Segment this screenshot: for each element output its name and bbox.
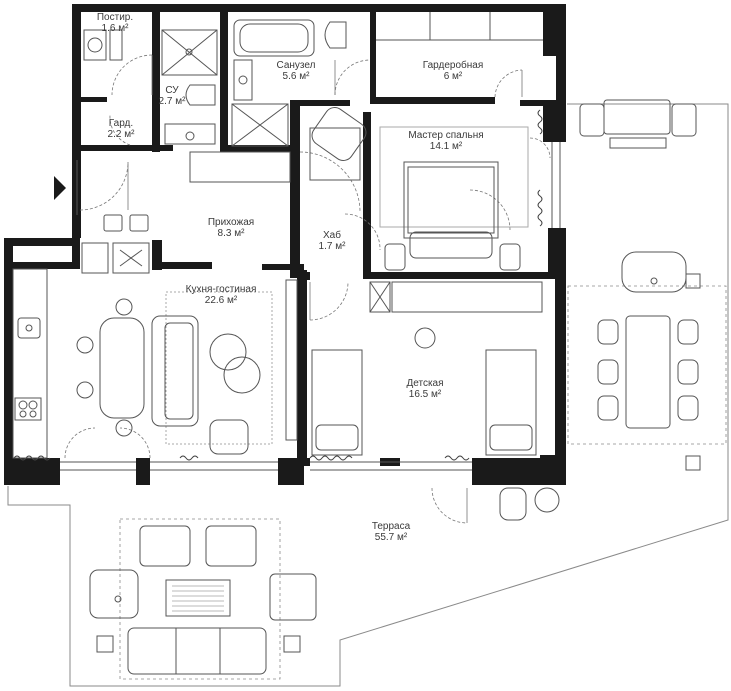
room-area: 5.6 м² <box>282 71 310 82</box>
bathtub-icon <box>233 19 315 57</box>
terrace-lounge-zone <box>119 518 281 680</box>
fixtures <box>12 12 543 459</box>
dining-table-icon <box>99 317 145 419</box>
room-label-postir: Постир. 1.6 м² <box>97 12 133 34</box>
room-label-kitchen: Кухня-гостиная 22.6 м² <box>186 284 257 306</box>
washing-machine-icon <box>83 29 107 61</box>
room-label-su: СУ 2.7 м² <box>159 85 186 107</box>
entrance-arrow-icon <box>54 176 66 200</box>
room-name: Детская <box>406 378 444 389</box>
kids-bed-1-icon <box>311 349 363 456</box>
terrace-furniture <box>89 99 701 675</box>
toilet-icon <box>185 84 216 106</box>
room-area: 16.5 м² <box>408 389 442 400</box>
sofa-icon <box>151 315 199 427</box>
room-label-garderob: Гардеробная 6 м² <box>423 60 484 82</box>
room-name: СУ <box>165 85 179 96</box>
room-area: 1.7 м² <box>318 241 346 252</box>
room-name: Кухня-гостиная <box>185 284 257 295</box>
room-label-master: Мастер спальня 14.1 м² <box>408 130 483 152</box>
walls <box>4 4 566 485</box>
terrace-outline <box>7 103 729 687</box>
room-name: Санузел <box>276 60 316 71</box>
room-name: Мастер спальня <box>408 130 484 141</box>
windows <box>60 142 561 471</box>
room-name: Хаб <box>323 230 341 241</box>
doors <box>64 54 551 524</box>
room-area: 14.1 м² <box>429 141 463 152</box>
room-area: 6 м² <box>443 71 463 82</box>
room-name: Гард. <box>108 118 134 129</box>
room-area: 8.3 м² <box>217 228 245 239</box>
room-name: Постир. <box>96 12 134 23</box>
room-label-terrace: Терраса 55.7 м² <box>372 521 410 543</box>
room-label-hab: Хаб 1.7 м² <box>319 230 346 252</box>
master-bed-icon <box>403 161 499 239</box>
room-area: 22.6 м² <box>204 295 238 306</box>
room-label-sanuzel: Санузел 5.6 м² <box>277 60 316 82</box>
room-label-gard: Гард. 2.2 м² <box>108 118 135 140</box>
kids-bed-2-icon <box>485 349 537 456</box>
terrace-dining-zone <box>567 285 727 445</box>
room-area: 55.7 м² <box>374 532 408 543</box>
shower-icon <box>161 29 218 76</box>
room-area: 2.2 м² <box>107 129 135 140</box>
room-name: Прихожая <box>207 217 255 228</box>
room-area: 1.6 м² <box>101 23 129 34</box>
room-area: 2.7 м² <box>158 96 186 107</box>
door-leaves <box>127 55 523 523</box>
room-label-prihozh: Прихожая 8.3 м² <box>208 217 254 239</box>
room-name: Гардеробная <box>422 60 484 71</box>
room-label-detskaya: Детская 16.5 м² <box>406 378 443 400</box>
room-name: Терраса <box>371 521 411 532</box>
